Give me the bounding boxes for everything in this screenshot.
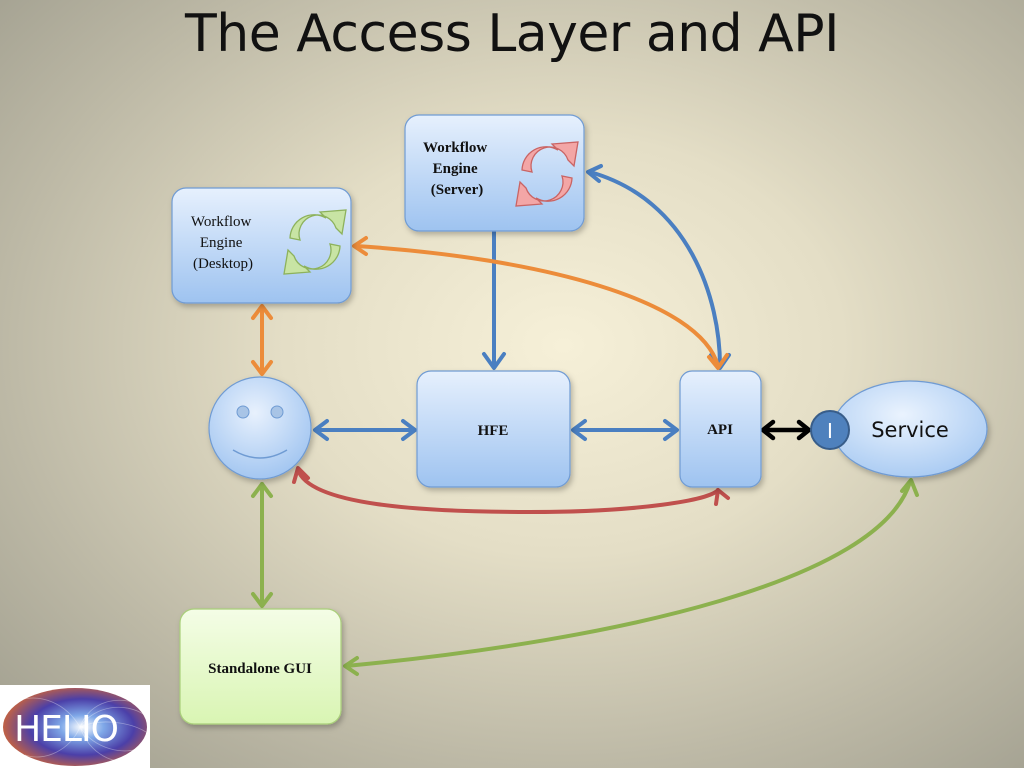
workflow-engine-desktop-box[interactable]: Workflow Engine (Desktop) (171, 187, 352, 304)
arrow-wfserver-api (586, 164, 731, 370)
svg-text:Workflow Engine (D: Workflow Engine (Desktop) (191, 214, 255, 272)
interface-circle[interactable]: I (810, 410, 850, 450)
svg-text:Workflow Engine (S: Workflow Engine (Server) (423, 140, 491, 198)
hfe-box[interactable]: HFE (416, 370, 571, 488)
helio-logo: HELIO (0, 685, 150, 768)
arrow-user-hfe (313, 419, 417, 441)
arrow-user-api (292, 466, 730, 514)
wf-desktop-line3: (Desktop) (193, 256, 253, 272)
arrow-gui-service (343, 478, 919, 676)
helio-logo-text: HELIO (14, 709, 118, 750)
hfe-label: HFE (478, 423, 509, 439)
user-smiley-icon (208, 376, 312, 480)
arrow-wfserver-hfe (482, 230, 506, 370)
page-title: The Access Layer and API (185, 4, 839, 64)
standalone-gui-label: Standalone GUI (208, 661, 312, 677)
arrow-api-interface (760, 419, 812, 441)
wf-server-line1: Workflow (423, 140, 487, 156)
wf-desktop-line2: Engine (200, 235, 243, 251)
api-label: API (707, 422, 733, 438)
wf-server-line2: Engine (433, 161, 478, 177)
arrow-user-gui (251, 482, 273, 608)
service-ellipse[interactable]: Service (832, 380, 988, 478)
arrow-hfe-api (571, 419, 679, 441)
standalone-gui-box[interactable]: Standalone GUI (179, 608, 342, 725)
wf-server-line3: (Server) (431, 182, 483, 198)
arrow-wfdesktop-user (251, 304, 273, 376)
workflow-engine-server-box[interactable]: Workflow Engine (Server) (404, 114, 585, 232)
refresh-cycle-icon (283, 209, 347, 275)
service-label: Service (871, 418, 949, 442)
wf-desktop-line1: Workflow (191, 214, 252, 230)
api-box[interactable]: API (679, 370, 762, 488)
arrow-wfdesktop-api (352, 236, 729, 370)
refresh-cycle-icon (515, 141, 579, 207)
interface-label: I (827, 419, 833, 443)
